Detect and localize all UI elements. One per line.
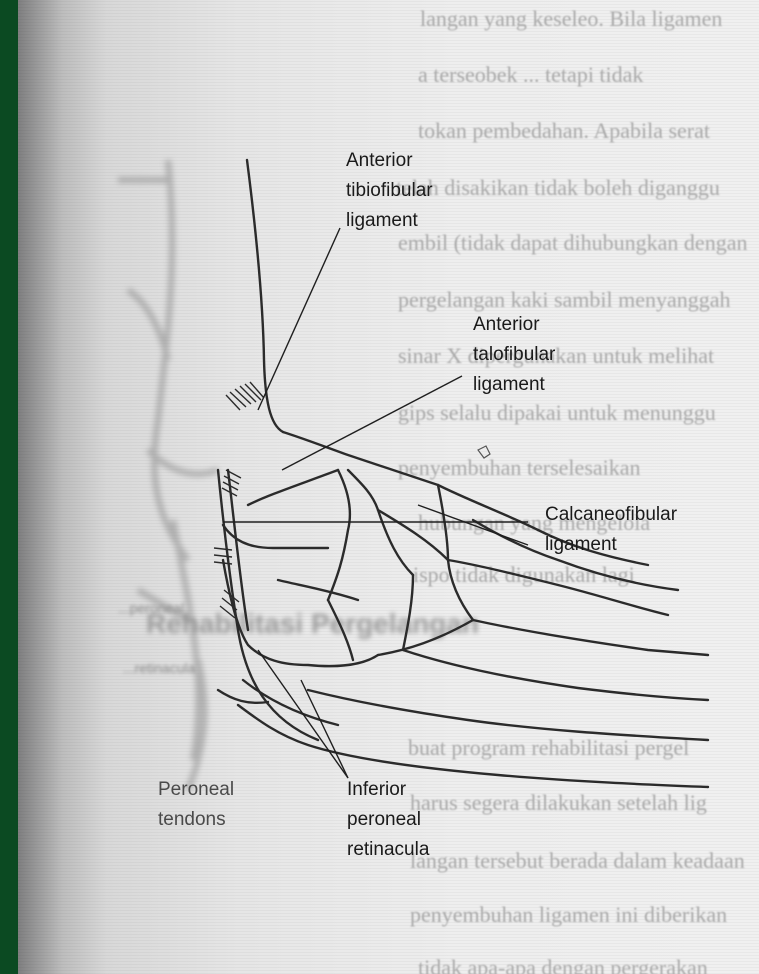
label-anterior-talofibular-ligament: Anterior talofibular ligament: [473, 310, 555, 400]
label-anterior-tibiofibular-ligament: Anterior tibiofibular ligament: [346, 146, 433, 236]
leader-anterior-tibiofibular: [258, 228, 340, 410]
label-calcaneofibular-ligament: Calcaneofibular ligament: [545, 500, 677, 560]
label-peroneal-tendons: Peroneal tendons: [158, 775, 234, 835]
page-scan: langan yang keseleo. Bila ligamen a ters…: [18, 0, 759, 974]
leader-inferior-peroneal-1: [258, 650, 348, 778]
leader-anterior-talofibular: [282, 376, 462, 470]
leader-calcaneofibular-2: [418, 505, 528, 545]
talus-outline: [283, 432, 538, 530]
label-inferior-peroneal-retinacula: Inferior peroneal retinacula: [347, 775, 429, 865]
